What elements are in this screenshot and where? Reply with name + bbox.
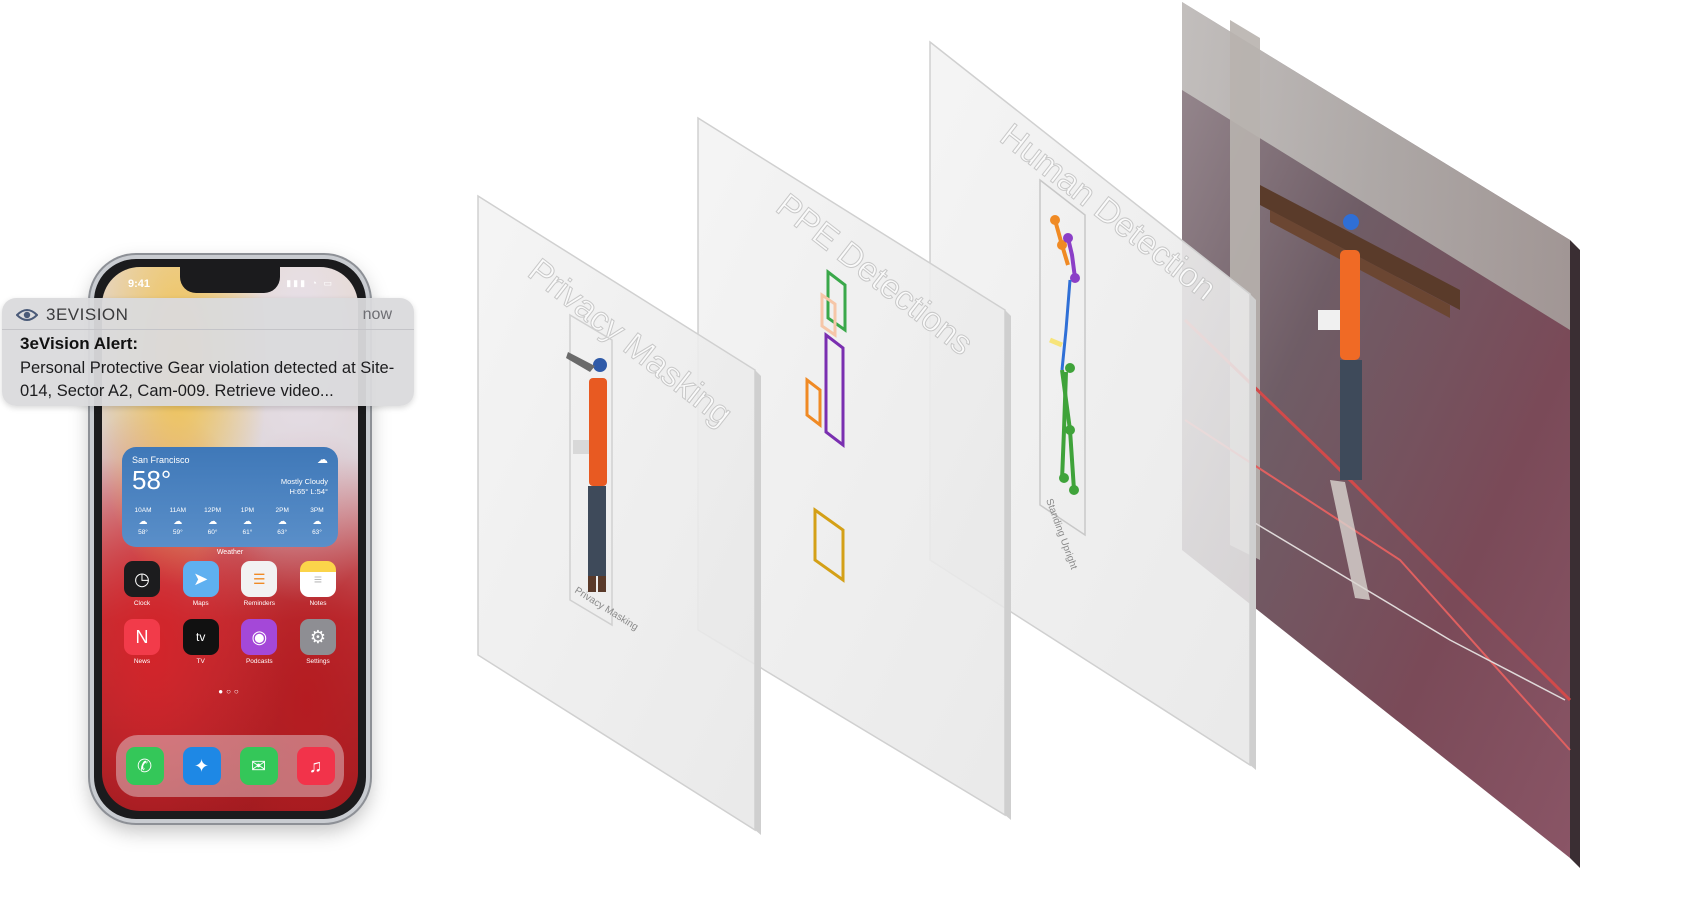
weather-hour: 2PM☁63° [267,505,297,538]
weather-temp: 58° [132,465,172,495]
status-time: 9:41 [128,278,151,290]
notification-header: 3EVISION now [16,302,392,328]
dock: ✆ ✦ ✉ ♫ [116,735,344,797]
notification-title: 3eVision Alert: [20,334,139,353]
notification-body: Personal Protective Gear violation detec… [20,359,395,400]
messages-icon[interactable]: ✉ [239,747,278,785]
ppe-box-helmet [826,268,847,333]
app-maps[interactable]: ➤ Maps [181,561,221,607]
page-dots: ●○○ [218,687,242,696]
app-grid: ◷ Clock ➤ Maps ☰ Reminders ≡ Notes [122,561,338,677]
cloud-icon: ☁ [242,516,252,526]
cloud-icon: ☁ [312,516,322,526]
app-podcasts[interactable]: ◉ Podcasts [239,619,279,665]
pose-skeleton [1049,215,1080,495]
status-icons: ▮▮▮ ◔ ▭ [286,278,334,288]
notification-app-name: 3EVISION [46,305,129,324]
app-notes[interactable]: ≡ Notes [298,561,338,607]
weather-hour: 12PM☁60° [198,505,228,538]
safari-icon[interactable]: ✦ [182,747,221,785]
music-icon[interactable]: ♫ [296,747,335,785]
weather-hour: 10AM☁58° [128,505,158,538]
weather-hour: 1PM☁61° [232,505,262,538]
maps-icon: ➤ [182,561,219,597]
notification-divider [2,329,414,330]
settings-icon: ⚙ [299,619,336,655]
app-news[interactable]: N News [122,619,162,665]
cloud-icon: ☁ [173,516,183,526]
clock-icon: ◷ [124,561,160,597]
ppe-box-boots [813,507,845,583]
tv-icon: tv [182,619,219,655]
weather-high-low: H:65° L:54° [289,487,328,496]
news-icon: N [124,619,160,655]
weather-caption: Weather [216,549,244,556]
app-tv[interactable]: tv TV [181,619,221,665]
ppe-box-glove [820,292,837,338]
app-clock[interactable]: ◷ Clock [122,561,162,607]
phone-icon[interactable]: ✆ [125,747,164,785]
cloud-icon: ☁ [277,516,287,526]
weather-condition: Mostly Cloudy [280,477,328,486]
masked-worker [566,352,607,592]
app-settings[interactable]: ⚙ Settings [298,619,338,665]
weather-hour: 11AM☁59° [163,505,193,538]
ppe-box-hand [805,376,822,429]
app-reminders[interactable]: ☰ Reminders [239,561,279,607]
weather-widget[interactable]: San Francisco 58° ☁ Mostly Cloudy H:65° … [122,447,338,547]
notes-icon: ≡ [299,561,336,597]
weather-hourly: 10AM☁58° 11AM☁59° 12PM☁60° 1PM☁61° 2PM☁6… [128,505,332,538]
reminders-icon: ☰ [241,561,278,597]
weather-city: San Francisco [132,455,190,465]
podcasts-icon: ◉ [241,619,278,655]
notification-time: now [362,306,392,323]
alert-notification[interactable]: 3EVISION now 3eVision Alert: Personal Pr… [2,298,414,406]
weather-hour: 3PM☁63° [302,505,332,538]
cloud-icon: ☁ [138,516,148,526]
cloud-icon: ☁ [208,516,218,526]
cloud-icon: ☁ [317,454,328,466]
notch [180,267,280,293]
ppe-box-vest [824,331,845,449]
eye-icon [16,309,38,321]
